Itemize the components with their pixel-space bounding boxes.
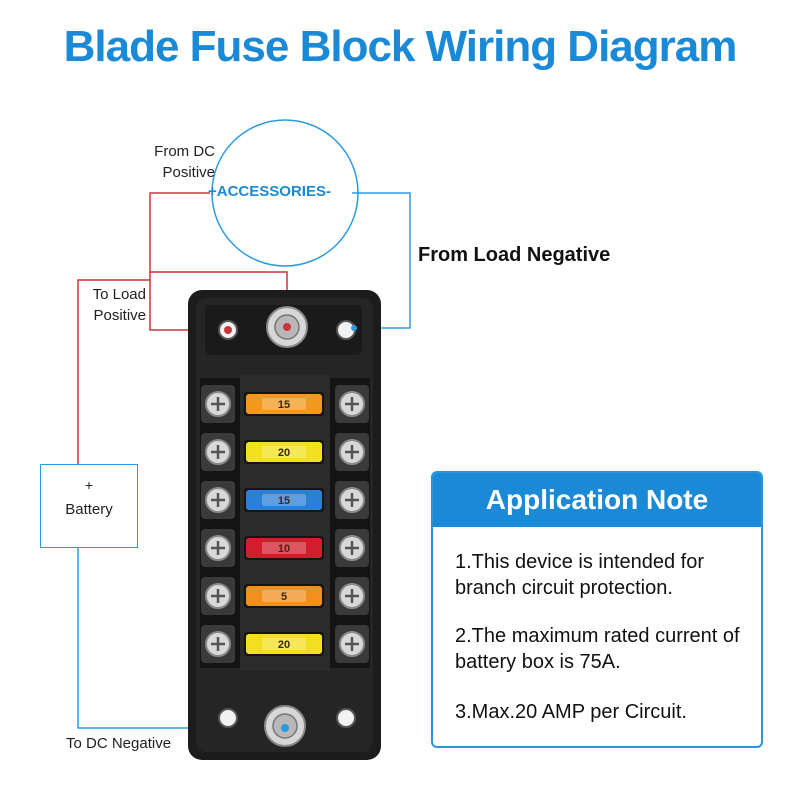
to-load-positive-label: To Load Positive [60,284,146,326]
battery-box: + Battery [40,464,138,548]
note-item-1: 1.This device is intended for branch cir… [455,551,705,599]
left-terminal-screw [201,625,235,663]
left-terminal-screw [201,481,235,519]
right-terminal-screw [335,529,369,567]
note-item-2: 2.The maximum rated current of battery b… [455,625,740,673]
application-note-heading: Application Note [433,473,761,527]
fuse-list: 15 20 15 10 5 20 [244,392,324,656]
from-dc-label-line2: Positive [162,164,215,181]
fuse-rating-label: 15 [278,399,290,411]
accessories-label: +ACCESSORIES- [208,183,331,200]
from-dc-positive-label: From DC Positive [130,141,215,183]
right-terminal-screw [335,433,369,471]
left-terminal-screw [201,577,235,615]
fuse-rating-label: 10 [278,543,290,555]
to-load-label-line2: Positive [93,307,146,324]
note-item-3: 3.Max.20 AMP per Circuit. [455,701,687,723]
battery-plus-sign: + [84,477,94,493]
left-terminal-screw [201,385,235,423]
blade-fuse: 15 [244,392,324,416]
blade-fuse: 5 [244,584,324,608]
to-dc-negative-label: To DC Negative [66,735,172,752]
from-dc-label-line1: From DC [154,143,215,160]
left-terminal-screw [201,529,235,567]
blade-fuse: 15 [244,488,324,512]
fuse-rating-label: 20 [278,639,290,651]
right-terminal-screw [335,481,369,519]
blade-fuse: 20 [244,632,324,656]
fuse-rating-label: 5 [281,591,287,603]
right-terminal-screw [335,385,369,423]
application-note: Application Note 1.This device is intend… [431,471,763,748]
right-terminal-screw [335,577,369,615]
blade-fuse: 10 [244,536,324,560]
battery-label: Battery [65,501,113,518]
blade-fuse: 20 [244,440,324,464]
from-load-negative-label: From Load Negative [418,244,611,266]
fuse-block [188,290,381,760]
page-title: Blade Fuse Block Wiring Diagram [63,22,738,71]
left-terminal-screw [201,433,235,471]
to-load-label-line1: To Load [92,286,146,303]
battery-positive-wire [77,279,150,464]
right-terminal-screw [335,625,369,663]
fuse-rating-label: 20 [278,447,290,459]
fuse-rating-label: 15 [278,495,290,507]
terminal-screws [201,385,369,663]
load-negative-wire [352,192,411,329]
